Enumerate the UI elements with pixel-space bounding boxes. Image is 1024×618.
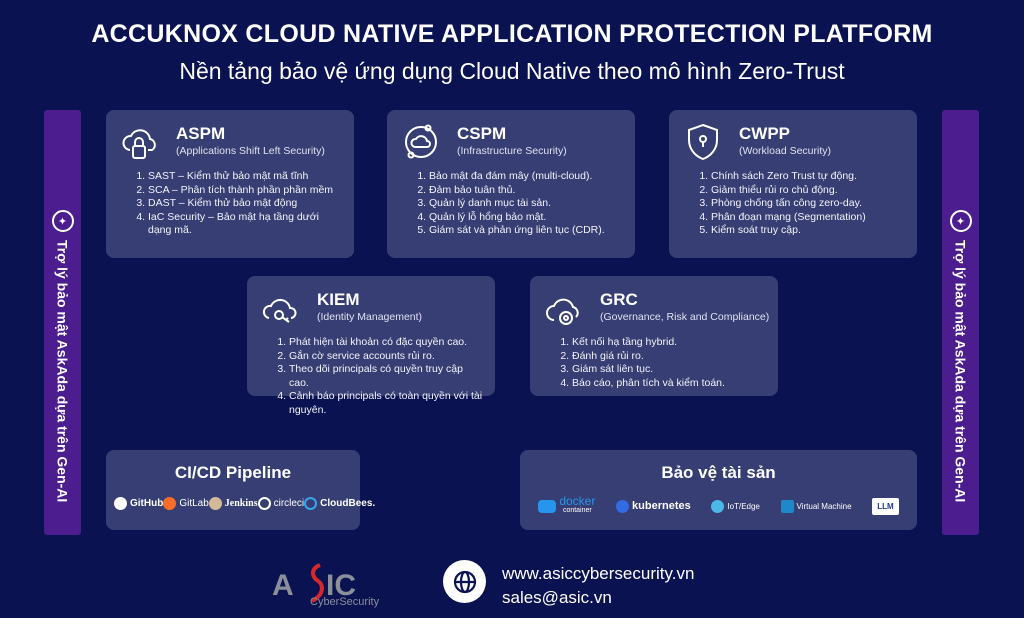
github-icon	[114, 497, 127, 510]
card-title: GRC	[600, 290, 638, 309]
list-item: Theo dõi principals có quyền truy cập ca…	[289, 363, 485, 390]
list-item: DAST – Kiểm thử bảo mật động	[148, 197, 344, 211]
iot-edge-logo: IoT/Edge	[711, 499, 760, 513]
page-title: ACCUKNOX CLOUD NATIVE APPLICATION PROTEC…	[91, 20, 933, 48]
kubernetes-icon	[616, 499, 630, 513]
list-item: Phân đoạn mạng (Segmentation)	[711, 211, 907, 225]
list-item: Chính sách Zero Trust tự động.	[711, 170, 907, 184]
side-banner-right: ✦ Trợ lý bảo mật AskAda dựa trên Gen-AI	[942, 110, 979, 535]
card-list: Phát hiện tài khoản có đặc quyền cao. Gắ…	[289, 336, 485, 417]
gitlab-logo: GitLab	[163, 497, 209, 510]
card-list: Bảo mật đa đám mây (multi-cloud). Đảm bả…	[429, 170, 625, 238]
card-title: ASPM	[176, 124, 226, 143]
assets-title: Bảo vệ tài sản	[661, 463, 776, 482]
card-title: CSPM	[457, 124, 507, 143]
shield-icon	[688, 123, 718, 161]
list-item: Gắn cờ service accounts rủi ro.	[289, 350, 485, 364]
page-subtitle: Nền tảng bảo vệ ứng dụng Cloud Native th…	[179, 58, 845, 84]
card-list: Kết nối hạ tầng hybrid. Đánh giá rủi ro.…	[572, 336, 768, 390]
website-link[interactable]: www.asiccybersecurity.vn	[502, 564, 695, 583]
list-item: Quản lý danh mục tài sản.	[429, 197, 625, 211]
cloud-lock-icon	[122, 129, 156, 159]
monitor-icon	[780, 499, 794, 513]
list-item: Giám sát và phản ứng liên tục (CDR).	[429, 224, 625, 238]
contact-info: www.asiccybersecurity.vn sales@asic.vn	[502, 562, 694, 610]
card-subtitle: (Workload Security)	[739, 145, 831, 157]
jenkins-logo: Jenkins	[208, 497, 258, 510]
circleci-logo: circleci	[257, 497, 304, 510]
list-item: Đánh giá rủi ro.	[572, 350, 768, 364]
list-item: Đảm bảo tuân thủ.	[429, 184, 625, 198]
askada-icon: ✦	[51, 210, 74, 232]
side-label: Trợ lý bảo mật AskAda dựa trên Gen-AI	[952, 240, 969, 503]
iot-cloud-icon	[711, 499, 725, 513]
list-item: Kiểm soát truy cập.	[711, 224, 907, 238]
list-item: SCA – Phân tích thành phần phần mềm	[148, 184, 344, 198]
card-subtitle: (Identity Management)	[317, 311, 423, 323]
svg-text:A: A	[272, 569, 294, 602]
svg-text:IC: IC	[326, 569, 356, 602]
virtual-machine-logo: Virtual Machine	[780, 499, 852, 513]
kubernetes-logo: kubernetes	[616, 499, 691, 513]
card-list: Chính sách Zero Trust tự động. Giảm thiể…	[711, 170, 907, 238]
github-logo: GitHub	[114, 497, 163, 510]
cicd-panel: CI/CD Pipeline GitHub GitLab Jenkins cir…	[106, 450, 375, 530]
card-kiem: KIEM (Identity Management) Phát hiện tài …	[247, 276, 495, 416]
card-cspm: CSPM (Infrastructure Security) Bảo mật đa…	[387, 110, 635, 258]
card-cwpp: CWPP (Workload Security) Chính sách Zero …	[669, 110, 917, 258]
list-item: Quản lý lỗ hổng bảo mật.	[429, 211, 625, 225]
cloudbees-icon	[304, 497, 318, 510]
cloud-target-icon	[546, 298, 579, 325]
list-item: Cảnh báo principals có toàn quyền với tà…	[289, 390, 485, 417]
askada-icon: ✦	[949, 210, 972, 232]
email-link[interactable]: sales@asic.vn	[502, 588, 612, 607]
card-aspm: ASPM (Applications Shift Left Security) S…	[106, 110, 354, 258]
llm-logo: LLM	[872, 497, 899, 515]
list-item: Bảo mật đa đám mây (multi-cloud).	[429, 170, 625, 184]
list-item: Báo cáo, phân tích và kiểm toán.	[572, 377, 768, 391]
card-subtitle: (Governance, Risk and Compliance)	[600, 311, 770, 323]
card-subtitle: (Infrastructure Security)	[457, 145, 567, 157]
card-subtitle: (Applications Shift Left Security)	[176, 145, 325, 157]
list-item: Kết nối hạ tầng hybrid.	[572, 336, 768, 350]
card-title: KIEM	[317, 290, 360, 309]
cloud-key-icon	[262, 298, 297, 323]
list-item: Phát hiện tài khoản có đặc quyền cao.	[289, 336, 485, 350]
card-grc: GRC (Governance, Risk and Compliance) Kết…	[530, 276, 778, 396]
list-item: Giảm thiểu rủi ro chủ động.	[711, 184, 907, 198]
list-item: SAST – Kiểm thử bảo mật mã tĩnh	[148, 170, 344, 184]
cloudbees-logo: CloudBees.	[304, 497, 375, 510]
circleci-icon	[257, 497, 271, 510]
gitlab-icon	[163, 497, 177, 510]
side-label: Trợ lý bảo mật AskAda dựa trên Gen-AI	[54, 240, 71, 503]
cloud-orbit-icon	[405, 124, 437, 159]
cicd-title: CI/CD Pipeline	[174, 463, 292, 482]
globe-icon	[443, 560, 486, 603]
svg-text:CyberSecurity: CyberSecurity	[310, 596, 380, 608]
list-item: Phòng chống tấn công zero-day.	[711, 197, 907, 211]
card-title: CWPP	[739, 124, 790, 143]
docker-icon	[538, 499, 557, 513]
list-item: Giám sát liên tục.	[572, 363, 768, 377]
card-list: SAST – Kiểm thử bảo mật mã tĩnh SCA – Ph…	[148, 170, 344, 238]
side-banner-left: ✦ Trợ lý bảo mật AskAda dựa trên Gen-AI	[44, 110, 81, 535]
list-item: IaC Security – Bảo mật hạ tầng dưới dạng…	[148, 211, 344, 238]
jenkins-icon	[208, 497, 222, 510]
